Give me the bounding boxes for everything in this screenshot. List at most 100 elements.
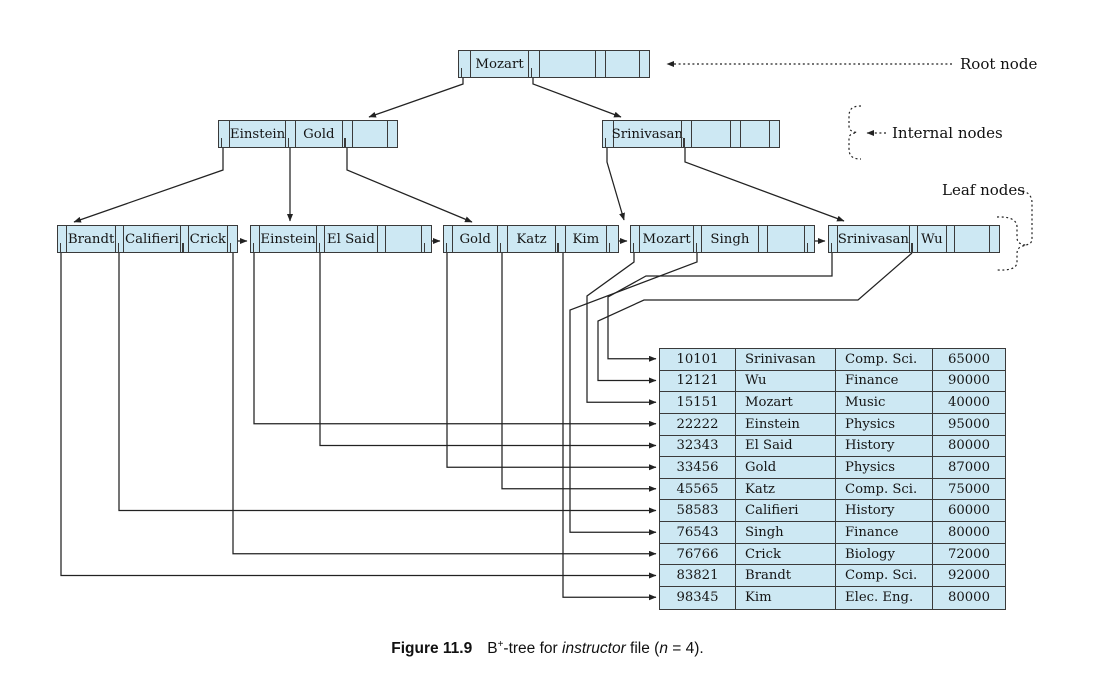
table-cell: Califieri <box>736 500 836 522</box>
pointer-cell <box>554 226 565 252</box>
table-cell: 40000 <box>948 395 990 411</box>
instructor-table: 10101 Srinivasan Comp. Sci. 65000 12121 … <box>659 348 1006 610</box>
key-cell: Califieri <box>123 226 179 252</box>
table-cell: 95000 <box>948 416 990 432</box>
pointer-cell <box>769 121 779 147</box>
table-cell: 98345 <box>660 587 736 609</box>
pointer-cell <box>757 226 767 252</box>
table-cell: 76543 <box>660 522 736 543</box>
ptr-mozart <box>586 253 657 406</box>
table-cell: 90000 <box>948 373 990 389</box>
table-cell: Biology <box>836 543 933 565</box>
table-cell: Music <box>836 392 933 413</box>
pointer-cell <box>316 226 324 252</box>
leaf-brace <box>996 216 1027 271</box>
pointer-cell <box>631 226 639 252</box>
key-cell: Singh <box>701 226 757 252</box>
edge-root-to-left-internal <box>368 78 464 118</box>
internal-node-left: Einstein Gold <box>218 120 398 148</box>
key-cell: Gold <box>451 226 497 252</box>
table-cell: Brandt <box>736 565 836 587</box>
table-row: 12121 Wu Finance 90000 <box>660 370 1005 393</box>
table-cell: El Said <box>736 435 836 457</box>
table-row: 10101 Srinivasan Comp. Sci. 65000 <box>660 349 1005 371</box>
pointer-cell <box>729 121 740 147</box>
pointer-cell <box>804 226 814 252</box>
pointer-cell <box>603 121 613 147</box>
pointer-cell <box>387 121 397 147</box>
ptr-brandt <box>60 253 657 579</box>
ptr-crick <box>232 253 657 557</box>
key-cell: Einstein <box>228 121 285 147</box>
ptr-elsaid <box>319 253 657 449</box>
key-cell <box>690 121 730 147</box>
table-cell: 87000 <box>948 460 990 476</box>
table-cell: 45565 <box>660 478 736 500</box>
table-cell: 76766 <box>660 543 736 565</box>
pointer-cell <box>115 226 123 252</box>
internal-nodes-label: Internal nodes <box>892 124 1003 142</box>
key-cell: Katz <box>507 226 554 252</box>
caption-text: B+-tree for instructor file (n = 4). <box>487 639 704 658</box>
leaf-node-1: Brandt Califieri Crick <box>57 225 238 253</box>
key-cell: Einstein <box>258 226 316 252</box>
table-cell: Comp. Sci. <box>836 349 933 370</box>
key-cell: Crick <box>187 226 228 252</box>
pointer-cell <box>444 226 452 252</box>
table-cell: Katz <box>736 478 836 500</box>
figure-number: Figure 11.9 <box>391 640 473 658</box>
ptr-kim <box>562 253 657 601</box>
edge-internal-to-leaf5 <box>684 148 845 222</box>
edge-internal-to-leaf1 <box>73 148 224 223</box>
pointer-cell <box>693 226 701 252</box>
pointer-cell <box>680 121 691 147</box>
table-cell: 60000 <box>948 503 990 519</box>
table-row: 58583 Califieri History 60000 <box>660 500 1005 523</box>
pointer-cell <box>606 226 618 252</box>
ptr-srinivasan <box>607 253 833 362</box>
table-cell: 10101 <box>660 349 736 370</box>
key-cell <box>351 121 388 147</box>
pointer-cell <box>179 226 188 252</box>
table-row: 76766 Crick Biology 72000 <box>660 543 1005 566</box>
table-row: 76543 Singh Finance 80000 <box>660 522 1005 544</box>
key-cell <box>739 121 769 147</box>
table-cell: History <box>836 500 933 522</box>
table-cell: 32343 <box>660 435 736 457</box>
table-cell: Comp. Sci. <box>836 565 933 587</box>
key-cell: Srinivasan <box>612 121 683 147</box>
ptr-einstein <box>253 253 657 427</box>
key-cell: El Said <box>324 226 376 252</box>
table-cell: 12121 <box>660 370 736 392</box>
table-row: 22222 Einstein Physics 95000 <box>660 413 1005 436</box>
pointer-cell <box>528 51 539 77</box>
table-row: 45565 Katz Comp. Sci. 75000 <box>660 478 1005 501</box>
pointer-cell <box>58 226 66 252</box>
ptr-singh <box>569 253 698 536</box>
table-cell: Elec. Eng. <box>836 587 933 609</box>
ptr-katz <box>501 253 657 492</box>
table-cell: Finance <box>836 370 933 392</box>
internal-node-right: Srinivasan <box>602 120 780 148</box>
ptr-califieri <box>118 253 657 514</box>
key-cell: Kim <box>564 226 607 252</box>
pointer-cell <box>227 226 237 252</box>
pointer-cell <box>219 121 229 147</box>
pointer-cell <box>376 226 385 252</box>
key-cell <box>766 226 805 252</box>
leaf-node-2: Einstein El Said <box>250 225 432 253</box>
key-cell: Mozart <box>469 51 528 77</box>
leaf-nodes-label: Leaf nodes <box>942 181 1025 199</box>
edge-internal-to-leaf3 <box>346 148 473 223</box>
pointer-cell <box>639 51 649 77</box>
table-cell: 80000 <box>948 438 990 454</box>
table-row: 98345 Kim Elec. Eng. 80000 <box>660 587 1005 609</box>
leaf-node-3: Gold Katz Kim <box>443 225 619 253</box>
table-cell: History <box>836 435 933 457</box>
ptr-wu <box>597 252 913 384</box>
table-cell: 33456 <box>660 457 736 478</box>
key-cell: Mozart <box>638 226 693 252</box>
key-cell <box>953 226 989 252</box>
pointer-cell <box>497 226 507 252</box>
